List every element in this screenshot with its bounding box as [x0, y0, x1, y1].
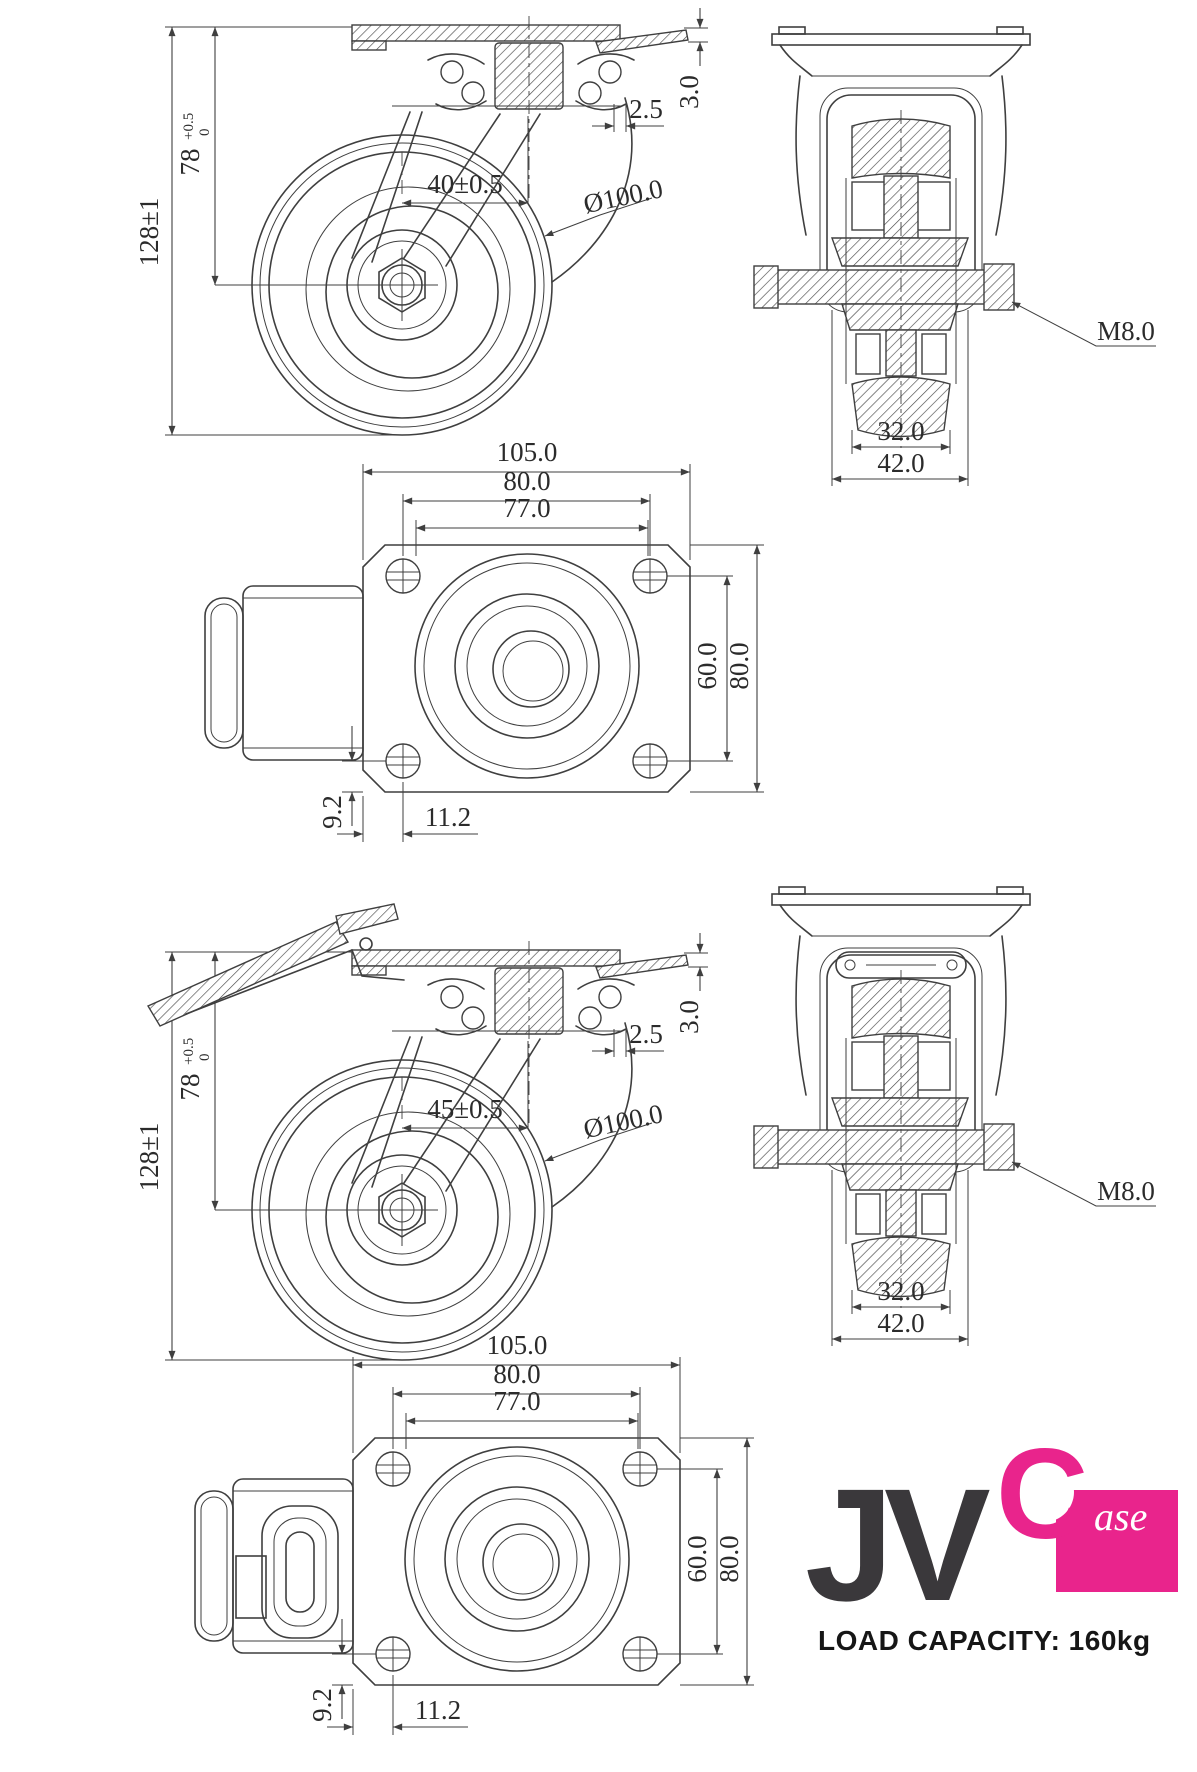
dim-hub-width: 42.0	[877, 1308, 924, 1338]
braked-caster-front-view: 128±1 78 +0.5 0 45±0.5 Ø100.0 3.0 2.5	[134, 903, 708, 1360]
svg-text:0: 0	[197, 129, 213, 137]
dim-mounting-height: 78 +0.5 0	[175, 113, 213, 176]
dim-slot-spacing-length: 77.0	[493, 1386, 540, 1416]
side-view-geometry	[754, 887, 1156, 1346]
dim-bolt-spacing-length: 80.0	[493, 1359, 540, 1389]
dim-bolt-spacing-width: 60.0	[692, 642, 722, 689]
dim-wheel-width: 32.0	[877, 416, 924, 446]
svg-text:0: 0	[197, 1054, 213, 1062]
dim-axle-thread: M8.0	[1097, 316, 1155, 346]
dim-slot-spacing-length: 77.0	[503, 493, 550, 523]
dim-plate-step: 2.5	[629, 1019, 663, 1049]
dim-plate-length: 105.0	[487, 1330, 548, 1360]
swivel-caster-plate-view: 105.0 80.0 77.0 60.0 80.0 9.2 11.2	[205, 437, 764, 842]
dim-plate-width: 80.0	[724, 642, 754, 689]
front-view-geometry	[165, 933, 708, 1360]
dim-plate-width: 80.0	[714, 1535, 744, 1582]
swivel-caster-front-view: 128±1 78 +0.5 0 40±0.5 Ø100.0 3.0 2.5	[134, 8, 708, 435]
logo-jv-text: JV	[805, 1455, 990, 1634]
dim-bolt-edge-offset-v: 9.2	[317, 795, 347, 829]
dim-wheel-diameter: Ø100.0	[581, 173, 666, 219]
dim-wheel-width: 32.0	[877, 1276, 924, 1306]
swivel-caster-side-view: M8.0 32.0 42.0	[754, 27, 1156, 486]
dim-mounting-height: 78 +0.5 0	[175, 1038, 213, 1101]
load-capacity-label: LOAD CAPACITY: 160kg	[818, 1625, 1151, 1656]
dim-wheel-diameter: Ø100.0	[581, 1098, 666, 1144]
dim-bolt-spacing-length: 80.0	[503, 466, 550, 496]
dim-bolt-spacing-width: 60.0	[682, 1535, 712, 1582]
logo-c-letter: C	[996, 1423, 1088, 1566]
brand-logo: JV C ase LOAD CAPACITY: 160kg	[805, 1423, 1178, 1656]
logo-pink-square	[1056, 1490, 1178, 1592]
logo-ase-text: ase	[1094, 1494, 1147, 1539]
dim-swivel-offset: 40±0.5	[427, 169, 503, 199]
plate-view-geometry	[205, 464, 764, 842]
svg-text:+0.5: +0.5	[181, 113, 197, 140]
dim-plate-step: 2.5	[629, 94, 663, 124]
svg-text:78: 78	[175, 149, 205, 176]
dim-overall-height: 128±1	[134, 198, 164, 267]
side-view-geometry	[754, 27, 1156, 486]
braked-caster-plate-view: 105.0 80.0 77.0 60.0 80.0 9.2 11.2	[195, 1330, 754, 1735]
dim-overall-height: 128±1	[134, 1123, 164, 1192]
dim-bolt-edge-offset-h: 11.2	[415, 1695, 461, 1725]
dim-bolt-edge-offset-v: 9.2	[307, 1688, 337, 1722]
dim-plate-length: 105.0	[497, 437, 558, 467]
logo-c-counter	[1014, 1462, 1074, 1522]
svg-text:+0.5: +0.5	[181, 1038, 197, 1065]
dim-hub-width: 42.0	[877, 448, 924, 478]
svg-text:78: 78	[175, 1074, 205, 1101]
plate-view-geometry	[195, 1357, 754, 1735]
dim-plate-thickness: 3.0	[674, 75, 704, 109]
dim-swivel-offset: 45±0.5	[427, 1094, 503, 1124]
dim-plate-thickness: 3.0	[674, 1000, 704, 1034]
braked-caster-side-view: M8.0 32.0 42.0	[754, 887, 1156, 1346]
dim-bolt-edge-offset-h: 11.2	[425, 802, 471, 832]
front-view-geometry	[165, 8, 708, 435]
brake-pedal	[235, 1505, 339, 1639]
dim-axle-thread: M8.0	[1097, 1176, 1155, 1206]
